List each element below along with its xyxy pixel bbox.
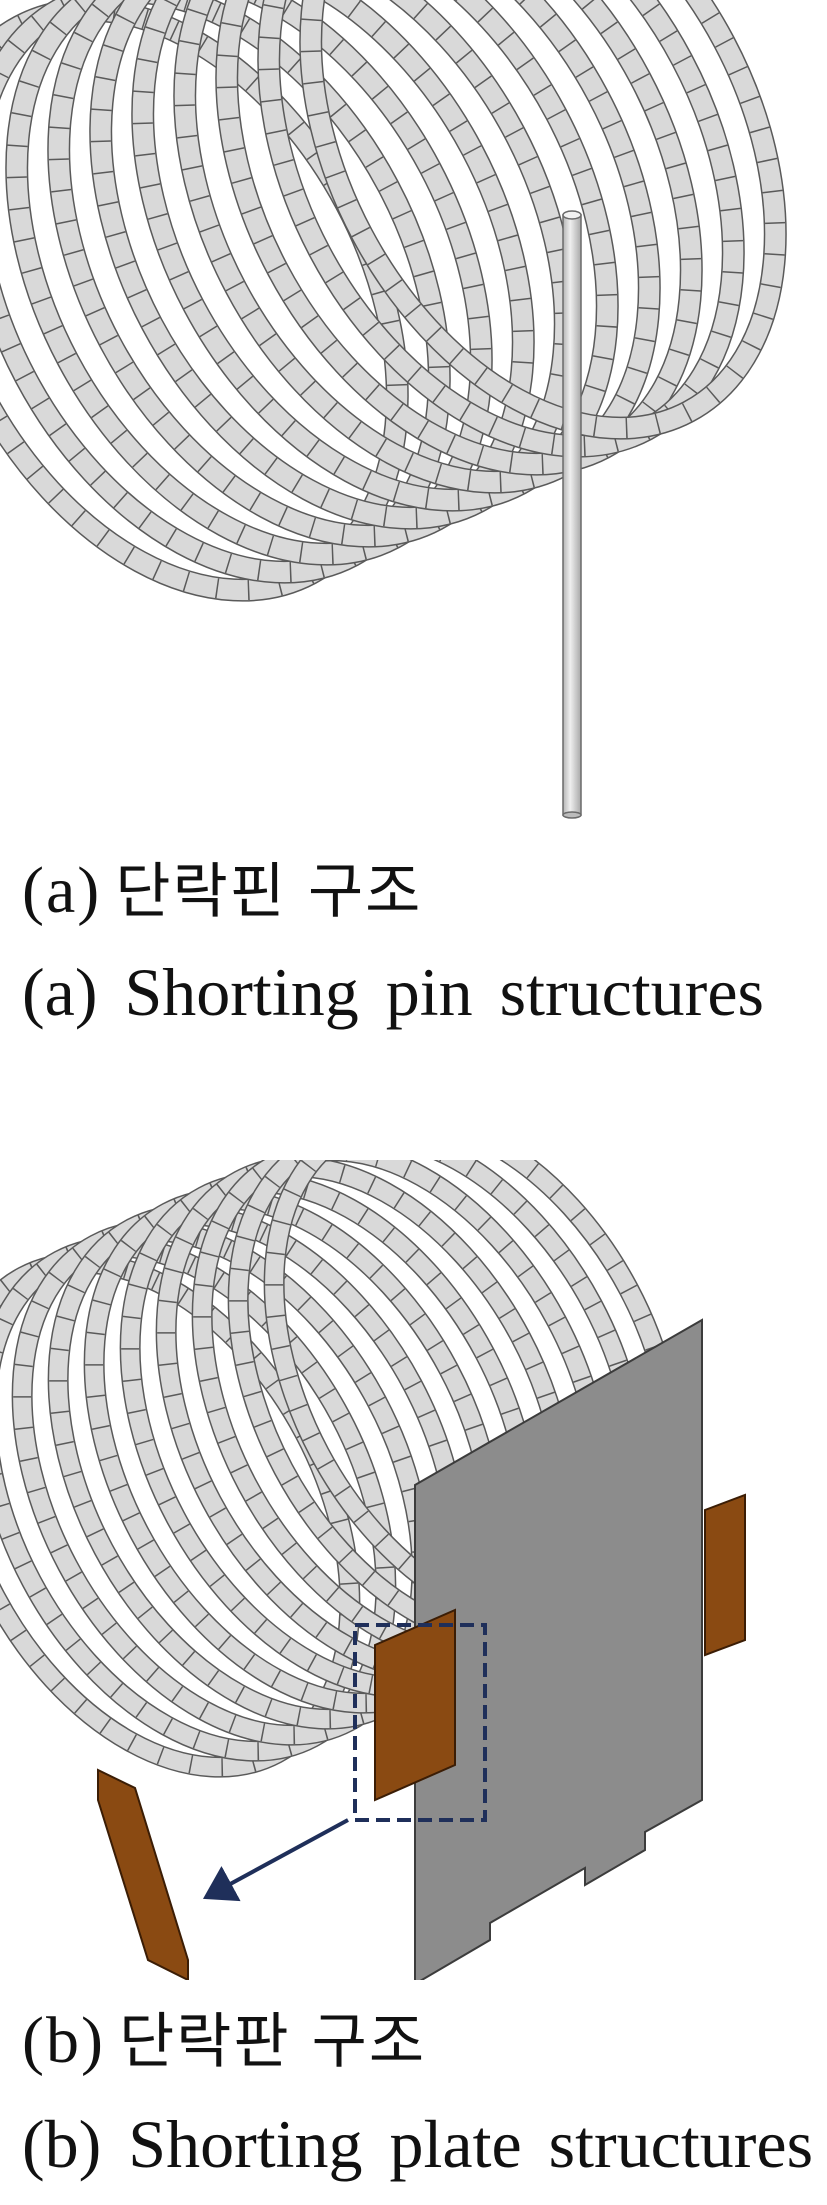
copper-pad-right [704, 1493, 746, 1657]
helical-coil [0, 0, 787, 602]
detail-arrow [202, 1818, 349, 1902]
caption-a-label: (a) [22, 854, 102, 927]
coil-turn [299, 0, 787, 440]
copper-pad-center [374, 1608, 456, 1802]
caption-a-korean-text: 단락핀 구조 [115, 857, 423, 927]
caption-a-english: (a) Shorting pin structures [22, 954, 764, 1030]
shorting-plate-diagram [0, 1160, 746, 1980]
copper-pad-detail [97, 1768, 189, 1980]
figure-b [0, 1160, 827, 1980]
caption-b-label: (b) [22, 2004, 105, 2077]
caption-b-english: (b) Shorting plate structures [22, 2106, 814, 2182]
detail-highlight-box [353, 1623, 487, 1822]
caption-b-korean: (b)단락판 구조 [22, 2008, 426, 2074]
figure-a [0, 0, 827, 820]
caption-b-korean-text: 단락판 구조 [118, 2007, 427, 2077]
caption-a-korean: (a)단락핀 구조 [22, 858, 422, 924]
shorting-plate [414, 1318, 703, 1980]
shorting-pin-diagram [0, 0, 787, 819]
shorting-pin [562, 210, 582, 819]
